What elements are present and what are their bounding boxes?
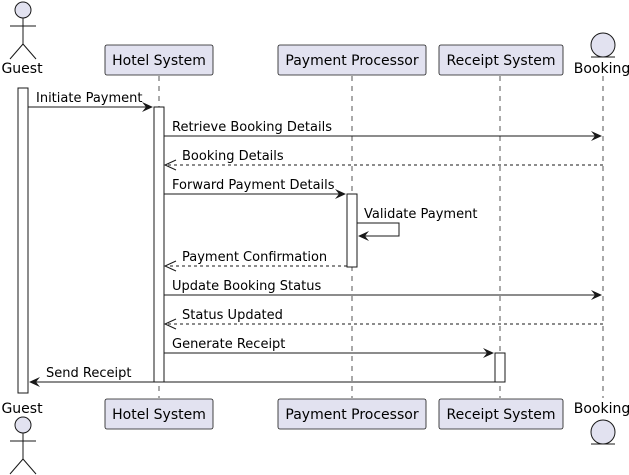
participant-label: Payment Processor [285,53,418,69]
message-label: Forward Payment Details [172,178,335,193]
message-payment-confirmation: Payment Confirmation [163,250,347,272]
message-validate-payment: Validate Payment [357,207,477,241]
arrowhead-icon [358,231,369,241]
message-generate-receipt: Generate Receipt [164,337,494,358]
message-forward-payment-details: Forward Payment Details [164,178,346,199]
entity-icon [590,32,616,58]
entity-label: Booking [574,61,629,77]
activation-hotel-system [153,106,165,383]
message-booking-details: Booking Details [163,149,603,171]
arrowhead-icon [335,189,346,199]
entity-icon [590,419,616,445]
message-label: Retrieve Booking Details [172,120,332,135]
actor-label: Guest [1,61,43,77]
participant-receipt-system-top: Receipt System [438,44,564,76]
activation-receipt-system [494,352,506,383]
actor-label: Guest [1,401,43,417]
open-arrowhead-icon [163,318,177,330]
arrowhead-icon [591,131,602,141]
message-update-booking-status: Update Booking Status [164,279,602,300]
participant-label: Hotel System [112,53,206,69]
participant-label: Hotel System [112,407,206,423]
open-arrowhead-icon [163,260,177,272]
message-label: Booking Details [182,149,284,164]
activation-payment-processor [346,193,358,268]
message-label: Status Updated [182,308,283,323]
entity-booking-bottom: Booking [574,401,629,445]
message-initiate-payment: Initiate Payment [28,91,153,112]
message-label: Update Booking Status [172,279,321,294]
arrowhead-icon [142,102,153,112]
arrowhead-icon [591,290,602,300]
participant-hotel-system-bottom: Hotel System [104,398,214,430]
message-retrieve-booking-details: Retrieve Booking Details [164,120,602,141]
participant-label: Payment Processor [285,407,418,423]
message-label: Payment Confirmation [182,250,327,265]
arrowhead-icon [29,377,40,387]
message-status-updated: Status Updated [163,308,603,330]
arrowhead-icon [483,348,494,358]
participant-label: Receipt System [447,407,556,423]
actor-guest-top: Guest [1,1,43,77]
message-label: Validate Payment [364,207,477,222]
message-label: Generate Receipt [172,337,285,352]
participant-hotel-system-top: Hotel System [104,44,214,76]
activation-guest [17,87,29,394]
actor-guest-bottom: Guest [1,401,43,475]
participant-receipt-system-bottom: Receipt System [438,398,564,430]
participant-payment-processor-top: Payment Processor [277,44,427,76]
message-label: Initiate Payment [36,91,143,106]
entity-booking-top: Booking [574,32,629,77]
message-send-receipt: Send Receipt [29,366,495,387]
stick-figure-icon [9,416,37,475]
participant-payment-processor-bottom: Payment Processor [277,398,427,430]
open-arrowhead-icon [163,159,177,171]
entity-label: Booking [574,401,629,417]
message-label: Send Receipt [46,366,131,381]
stick-figure-icon [9,1,37,60]
participant-label: Receipt System [447,53,556,69]
